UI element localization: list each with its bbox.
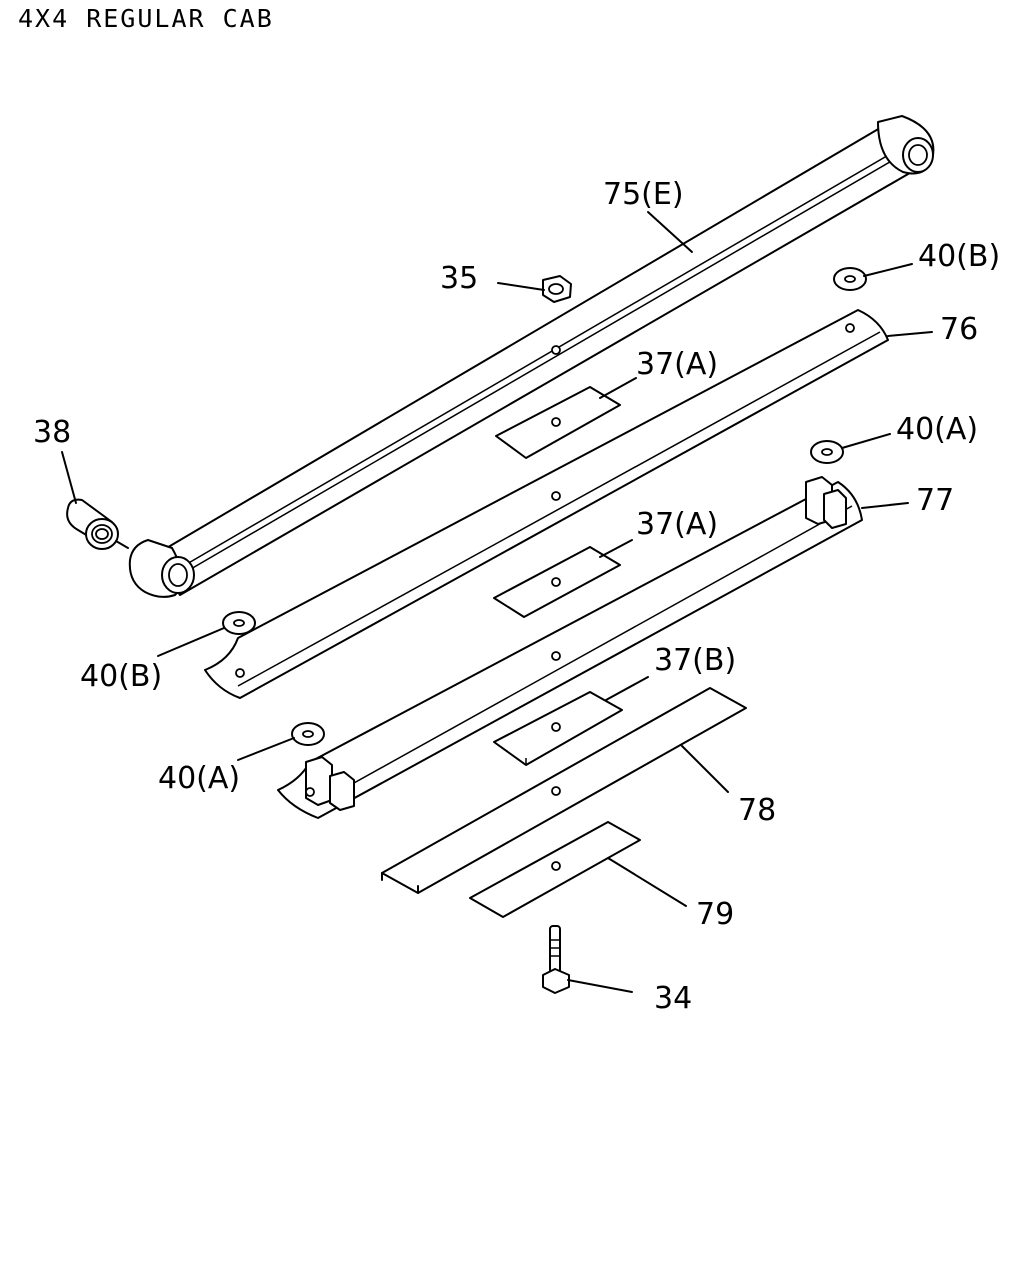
leaf-76 [204, 309, 889, 699]
callout-40a-top: 40(A) [896, 412, 979, 447]
leaf-78 [381, 687, 747, 894]
callout-34: 34 [654, 981, 693, 1016]
washer-40b-top [833, 267, 867, 291]
callout-37b: 37(B) [654, 643, 737, 678]
callout-37a-mid: 37(A) [636, 507, 719, 542]
callout-37a-top: 37(A) [636, 347, 719, 382]
callout-40b-bottom: 40(B) [80, 659, 163, 694]
bushing-38 [66, 498, 119, 550]
nut-35 [542, 275, 572, 303]
pad-37a-top [495, 386, 621, 459]
main-leaf-75e [128, 115, 935, 598]
callout-76: 76 [940, 312, 979, 347]
callout-40b-top: 40(B) [918, 239, 1001, 274]
center-bolt-34 [542, 925, 570, 994]
leader-lines [61, 211, 933, 993]
washer-40a-top [810, 440, 844, 464]
diagram-title: 4X4 REGULAR CAB [18, 4, 274, 33]
washer-40a-bottom [291, 722, 325, 746]
callout-40a-bottom: 40(A) [158, 761, 241, 796]
callout-38: 38 [33, 415, 72, 450]
callout-75e: 75(E) [603, 177, 684, 212]
callout-78: 78 [738, 793, 777, 828]
callout-35: 35 [440, 261, 479, 296]
leaf-77 [277, 476, 863, 819]
callout-77: 77 [916, 483, 955, 518]
washer-40b-bottom [222, 611, 256, 635]
pad-37a-mid [493, 546, 621, 618]
callout-79: 79 [696, 897, 735, 932]
leaf-79 [469, 821, 641, 918]
pad-37b [493, 691, 623, 766]
